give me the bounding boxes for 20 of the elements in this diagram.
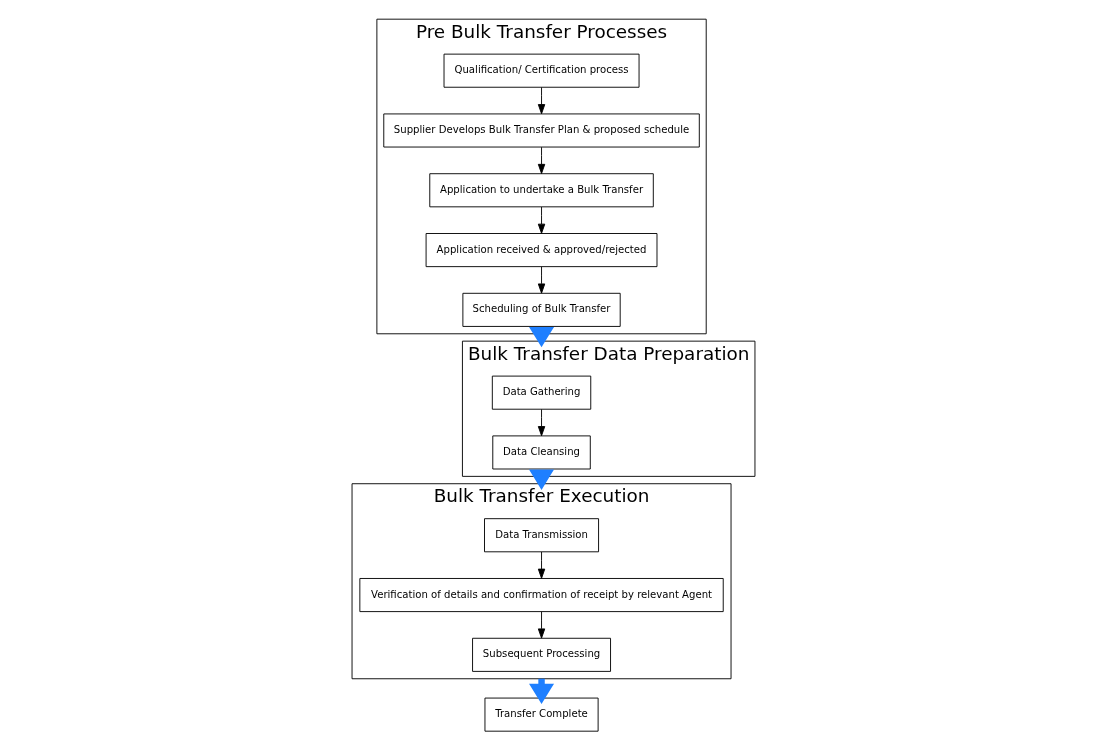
arrow: [537, 551, 546, 579]
arrow: [537, 611, 546, 639]
node-box: Subsequent Processing: [472, 637, 611, 672]
node-box: Application received & approved/rejected: [425, 233, 658, 268]
node-box: Supplier Develops Bulk Transfer Plan & proposed schedule: [383, 113, 700, 148]
node-box: Data Gathering: [491, 375, 592, 410]
arrow: [537, 146, 546, 174]
node-box: Data Transmission: [484, 518, 600, 553]
arrow: [537, 87, 546, 115]
arrow: [529, 469, 555, 490]
arrow: [537, 266, 546, 294]
arrow: [529, 326, 555, 348]
node-box: Qualification/ Certification process: [443, 53, 640, 88]
node-box: Verification of details and confirmation of receipt by relevant Agent: [359, 578, 724, 613]
node-box: Data Cleansing: [492, 435, 591, 470]
node-box: Scheduling of Bulk Transfer: [462, 292, 621, 327]
arrow: [537, 408, 546, 437]
arrow: [537, 206, 546, 234]
node-box: Transfer Complete: [484, 697, 599, 732]
node-box: Application to undertake a Bulk Transfer: [429, 173, 654, 208]
